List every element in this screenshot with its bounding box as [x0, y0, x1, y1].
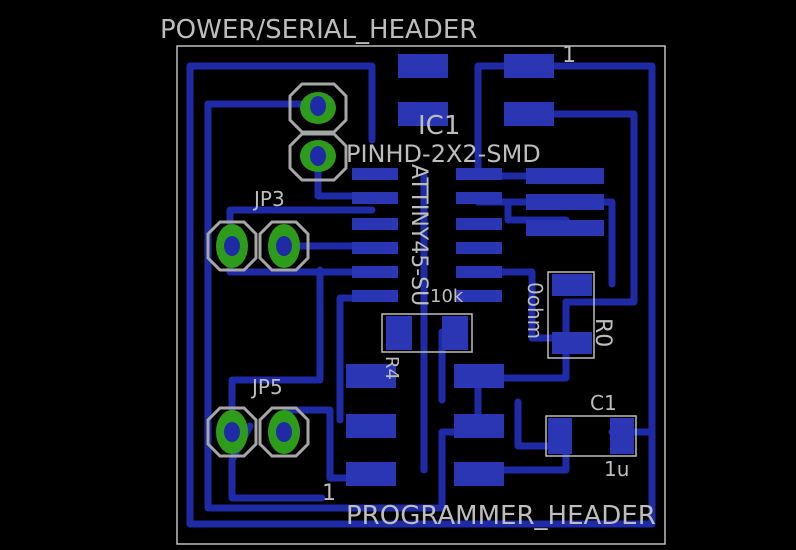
header-pad [454, 462, 504, 486]
header-pad [526, 168, 604, 184]
header-pad [526, 194, 604, 210]
r4-label: R4 [381, 356, 402, 380]
c1-pad [610, 418, 634, 454]
ic-pin [352, 218, 398, 230]
via-pad-1 [288, 82, 348, 134]
smd-pad-layer [346, 54, 634, 486]
board-outline [176, 45, 666, 545]
header-pad [346, 462, 396, 486]
ic-pin [456, 218, 502, 230]
ic-pin [352, 192, 398, 204]
header-pad [346, 364, 396, 388]
ic-pin [456, 242, 502, 254]
silkscreen-outline-layer [381, 271, 637, 457]
r0-outline [547, 271, 595, 359]
pin-one-bottom-label: 1 [322, 481, 336, 506]
ic-pin [456, 192, 502, 204]
c1-outline [545, 415, 637, 457]
c1-pad [548, 418, 572, 454]
header-pad [454, 364, 504, 388]
programmer-header-label: PROGRAMMER_HEADER [346, 501, 656, 531]
ic-pin [456, 290, 502, 302]
ic-pin [352, 168, 398, 180]
r4-pad [386, 316, 412, 350]
ic1-package-label: PINHD-2X2-SMD [346, 140, 541, 168]
via-pad-2 [288, 132, 348, 182]
jp3-pad-1 [206, 220, 258, 272]
r4-pad [442, 316, 468, 350]
header-pad [504, 102, 554, 126]
c1-label: C1 [590, 391, 617, 415]
ic-pin [352, 290, 398, 302]
jp5-pad-2 [258, 406, 310, 458]
ic-pin [456, 168, 502, 180]
header-pad [504, 54, 554, 78]
ic1-part-label: ATTINY45-SU [406, 164, 431, 306]
ic-pin [352, 242, 398, 254]
r0-pad [552, 274, 592, 296]
r4-value-label: 10k [430, 286, 464, 307]
r0-value-label: 0ohm [523, 282, 547, 339]
jp5-pad-1 [206, 406, 258, 458]
ic-pin [456, 266, 502, 278]
via-layer [206, 82, 348, 458]
c1-value-label: 1u [604, 457, 629, 481]
ic-pin [352, 266, 398, 278]
pin-one-top-label: 1 [562, 43, 576, 68]
r0-label: R0 [590, 318, 615, 347]
jp3-pad-2 [258, 220, 310, 272]
power-serial-header-label: POWER/SERIAL_HEADER [160, 15, 477, 45]
header-pad [398, 102, 448, 126]
jp3-label: JP3 [252, 187, 285, 211]
jp5-label: JP5 [250, 375, 283, 399]
header-pad [346, 414, 396, 438]
header-pad [526, 220, 604, 236]
r4-outline [381, 313, 473, 353]
ic1-label: IC1 [418, 111, 460, 141]
header-pad [398, 54, 448, 78]
header-pad [454, 414, 504, 438]
r0-pad [552, 332, 592, 354]
